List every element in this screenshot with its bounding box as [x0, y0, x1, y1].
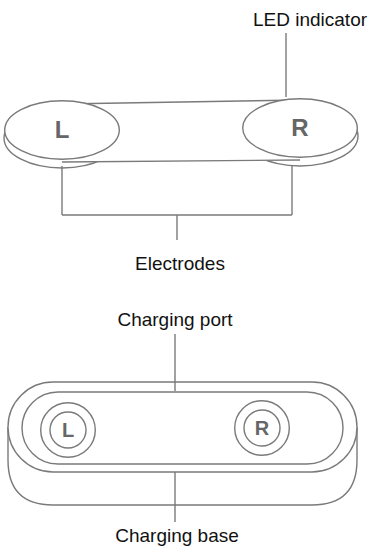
electrode-pad: R	[242, 98, 358, 158]
part-label: Charging port	[115, 309, 234, 331]
part-label: LED indicator	[251, 9, 369, 31]
side-letter: R	[291, 114, 308, 142]
part-label: Electrodes	[133, 253, 227, 275]
side-letter: L	[55, 116, 70, 144]
charging-socket: R	[234, 400, 290, 456]
charging-socket: L	[40, 402, 96, 458]
electrode-pad: L	[4, 100, 120, 160]
side-letter: R	[255, 417, 269, 440]
part-label: Charging base	[113, 525, 241, 547]
side-letter: L	[62, 419, 74, 442]
